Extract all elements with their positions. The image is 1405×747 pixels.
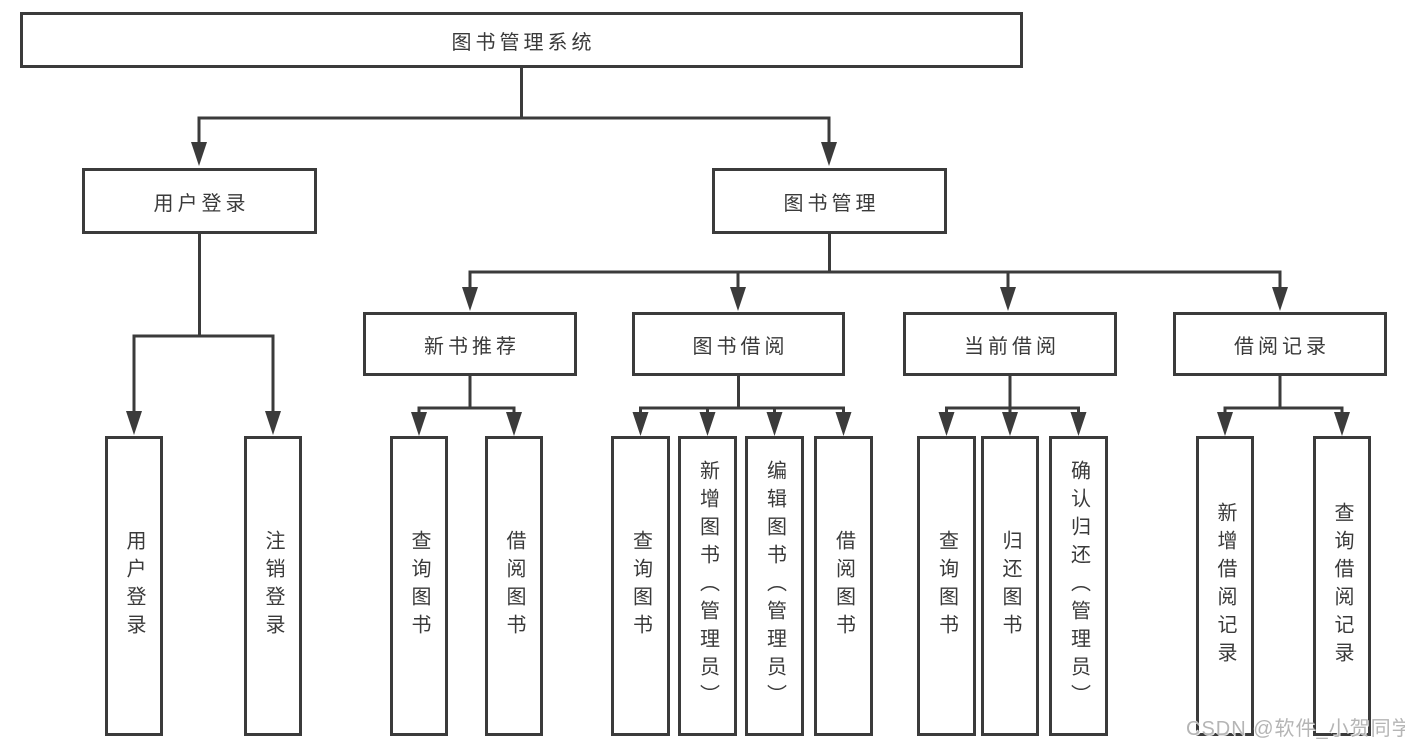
leaf-confirm-return-admin: 确认归还（管理员）	[1049, 436, 1108, 736]
arrowhead	[126, 411, 142, 435]
arrowhead	[699, 412, 716, 436]
connector	[197, 116, 831, 147]
arrowhead	[766, 412, 783, 436]
arrowhead	[1334, 412, 1350, 436]
leaf-return-books: 归还图书	[981, 436, 1039, 736]
arrowhead	[1217, 412, 1233, 436]
connector	[132, 334, 275, 414]
node-system-root: 图书管理系统	[20, 12, 1023, 68]
leaf-borrow-books-recommend: 借阅图书	[485, 436, 543, 736]
connectors	[126, 68, 1350, 436]
leaf-add-borrow-record: 新增借阅记录	[1196, 436, 1254, 736]
connector	[1223, 406, 1344, 415]
arrowhead	[835, 412, 852, 436]
arrowhead	[462, 287, 478, 311]
arrowhead	[1070, 412, 1087, 436]
watermark: CSDN @软件_小贺同学	[1186, 718, 1405, 740]
arrowhead	[1002, 412, 1018, 436]
leaf-query-books-recommend: 查询图书	[390, 436, 448, 736]
arrowhead	[1000, 287, 1016, 311]
node-book-management: 图书管理	[712, 168, 947, 234]
connector	[417, 406, 516, 415]
arrowhead	[411, 412, 427, 436]
leaf-query-books-borrow: 查询图书	[611, 436, 670, 736]
leaf-add-books-admin: 新增图书（管理员）	[678, 436, 737, 736]
arrowhead	[265, 411, 281, 435]
node-current-borrowing: 当前借阅	[903, 312, 1117, 376]
arrowhead	[506, 412, 522, 436]
connector	[639, 406, 845, 415]
node-borrowing-records: 借阅记录	[1173, 312, 1387, 376]
node-user-login: 用户登录	[82, 168, 317, 234]
leaf-logout: 注销登录	[244, 436, 302, 736]
arrowhead	[938, 412, 955, 436]
leaf-query-borrow-record: 查询借阅记录	[1313, 436, 1371, 736]
node-book-borrowing: 图书借阅	[632, 312, 845, 376]
leaf-edit-books-admin: 编辑图书（管理员）	[745, 436, 804, 736]
leaf-borrow-books: 借阅图书	[814, 436, 873, 736]
arrowhead	[632, 412, 649, 436]
arrowhead	[821, 142, 837, 166]
arrowhead	[191, 142, 207, 166]
leaf-query-books-current: 查询图书	[917, 436, 976, 736]
node-new-book-recommendation: 新书推荐	[363, 312, 577, 376]
arrowhead	[1272, 287, 1288, 311]
connector	[945, 406, 1080, 415]
connector	[468, 270, 1282, 290]
arrowhead	[730, 287, 746, 311]
leaf-user-login: 用户登录	[105, 436, 163, 736]
